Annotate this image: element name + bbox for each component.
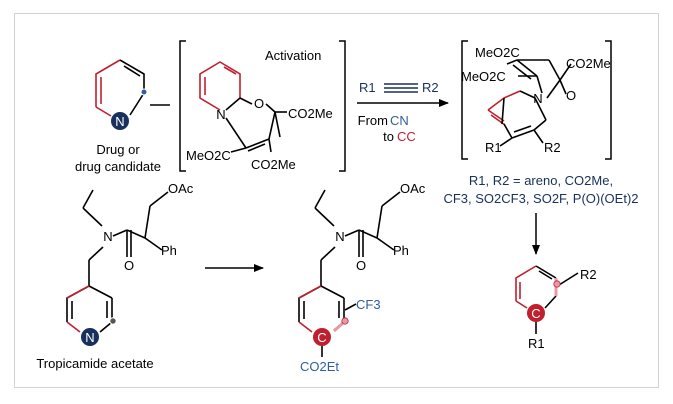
ester-meo2c-left: MeO2C	[186, 148, 231, 163]
adduct-r2: R2	[544, 140, 561, 155]
tropicamide-nitrogen-label: N	[85, 330, 94, 345]
tropicamide-label: Tropicamide acetate	[36, 356, 153, 371]
cn-label: CN	[390, 113, 409, 128]
analog-carbon-label: C	[317, 330, 326, 345]
tropicamide-carbon-dot	[109, 317, 117, 325]
ester-co2me-right-adduct: CO2Me	[566, 56, 611, 71]
alkyne-r1: R1	[359, 80, 376, 95]
tropicamide-carbonyl-o: O	[124, 258, 134, 273]
from-label: From	[358, 113, 388, 128]
analog-carbonyl-o: O	[356, 258, 366, 273]
scope-line-1: R1, R2 = areno, CO2Me,	[469, 173, 613, 188]
alkyne-triple-bond	[384, 83, 418, 93]
figure-frame	[14, 13, 659, 388]
drug-label-line2: drug candidate	[75, 159, 161, 174]
cycloadduct-nitrogen: N	[533, 91, 542, 106]
cycloadduct-oxygen: O	[566, 88, 576, 103]
product-r1: R1	[528, 336, 545, 351]
bracket-cycloadduct	[461, 40, 612, 160]
intermediate-oxygen: O	[254, 96, 264, 111]
analog-carbon-dot	[341, 317, 349, 325]
product-r2: R2	[580, 267, 597, 282]
product-carbon-label: C	[531, 306, 540, 321]
alkyne-r2: R2	[422, 80, 439, 95]
intermediate-nitrogen: N	[216, 107, 225, 122]
tropicamide-oac: OAc	[168, 181, 194, 196]
analog-co2et: CO2Et	[300, 359, 339, 374]
analog-carbon-marker	[313, 328, 331, 346]
adduct-r1: R1	[485, 140, 502, 155]
bracket-intermediate	[179, 40, 346, 172]
tropicamide-ph: Ph	[161, 243, 177, 258]
scope-line-2: CF3, SO2CF3, SO2F, P(O)(OEt)2	[443, 191, 638, 206]
drug-label-line1: Drug or	[96, 142, 140, 157]
nitrogen-atom-marker	[111, 112, 129, 130]
analog-ph: Ph	[393, 243, 409, 258]
activated-intermediate-structure	[199, 61, 287, 153]
tropicamide-nitrogen-marker	[81, 328, 99, 346]
benzene-product-structure	[515, 265, 579, 334]
cc-label: CC	[397, 129, 416, 144]
reactive-carbon-dot	[140, 88, 148, 96]
analog-amide-n: N	[335, 229, 344, 244]
tropicamide-pyridine-highlight	[66, 285, 90, 299]
activation-label: Activation	[265, 48, 321, 63]
ester-meo2c-top: MeO2C	[475, 45, 520, 60]
pyridine-structure	[95, 59, 145, 117]
ester-co2me-right: CO2Me	[288, 106, 333, 121]
to-label: to	[383, 129, 394, 144]
analog-pink-bond	[332, 320, 346, 333]
analog-cf3: CF3	[356, 297, 381, 312]
new-carbon-marker	[527, 304, 545, 322]
cycloadduct-structure	[487, 59, 572, 147]
analog-oac: OAc	[400, 181, 426, 196]
product-carbon-dot	[553, 280, 561, 288]
ester-meo2c-mid: MeO2C	[461, 69, 506, 84]
nitrogen-label: N	[115, 114, 124, 129]
ester-co2me-bottom: CO2Me	[251, 157, 296, 172]
analog-ring-highlight	[298, 285, 322, 299]
tropicamide-amide-n: N	[103, 229, 112, 244]
